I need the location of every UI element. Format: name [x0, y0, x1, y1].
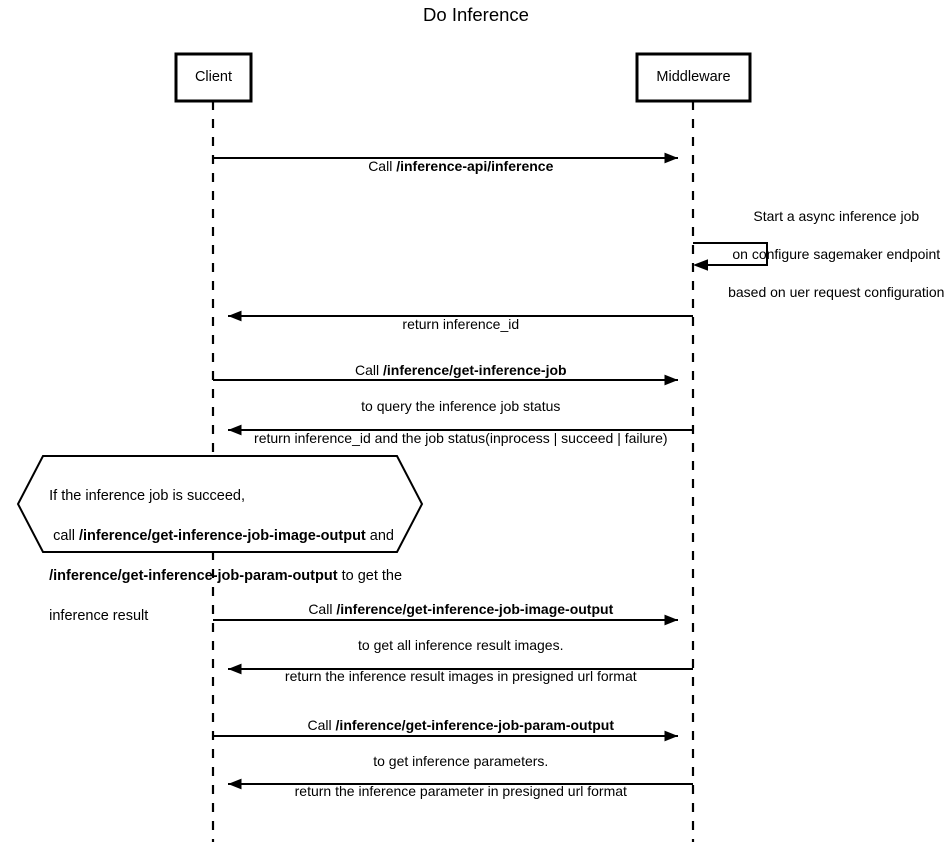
note-hexagon: [16, 455, 424, 553]
message-line: return the inference parameter in presig…: [294, 783, 627, 799]
actor-box-client[interactable]: [174, 52, 253, 103]
self-message-line-3: based on uer request configuration: [728, 284, 945, 300]
message-line: Call /inference-api/inference: [368, 158, 554, 174]
note-line: call /inference/get-inference-job-image-…: [49, 528, 394, 544]
message-label-m3: Call /inference/get-inference-job to que…: [213, 343, 693, 433]
message-line: to get inference parameters.: [373, 753, 549, 769]
message-line: return inference_id: [402, 316, 520, 332]
message-line: return the inference result images in pr…: [284, 668, 637, 684]
message-label-m2: return inference_id: [213, 297, 693, 351]
actor-box-middleware[interactable]: [635, 52, 752, 103]
message-label-m1: Call /inference-api/inference: [213, 139, 693, 193]
message-line: return inference_id and the job status(i…: [254, 430, 668, 446]
page-title: Do Inference: [423, 4, 529, 25]
actor-label-middleware: Middleware: [656, 69, 731, 85]
message-line: Call /inference/get-inference-job-param-…: [307, 717, 615, 733]
note-line: inference result: [49, 608, 149, 624]
message-line: to query the inference job status: [361, 398, 561, 414]
note-line: If the inference job is succeed,: [49, 488, 245, 504]
message-label-m4: return inference_id and the job status(i…: [213, 411, 693, 465]
self-message-label: Start a async inference job on configure…: [705, 188, 952, 321]
actor-label-client: Client: [194, 69, 233, 85]
self-message-loop-middleware: [693, 242, 768, 271]
message-label-m6: return the inference result images in pr…: [213, 649, 693, 703]
message-label-m5: Call /inference/get-inference-job-image-…: [213, 582, 693, 672]
message-line: Call /inference/get-inference-job-image-…: [308, 601, 614, 617]
self-message-line-1: Start a async inference job: [753, 208, 920, 224]
note-line: /inference/get-inference-job-param-outpu…: [49, 568, 403, 584]
self-message-line-2: on configure sagemaker endpoint: [732, 246, 941, 262]
message-line: Call /inference/get-inference-job: [354, 362, 567, 378]
note-body: If the inference job is succeed, call /i…: [33, 466, 402, 646]
message-line: to get all inference result images.: [358, 637, 564, 653]
message-label-m8: return the inference parameter in presig…: [213, 764, 693, 818]
message-label-m7: Call /inference/get-inference-job-param-…: [213, 698, 693, 788]
